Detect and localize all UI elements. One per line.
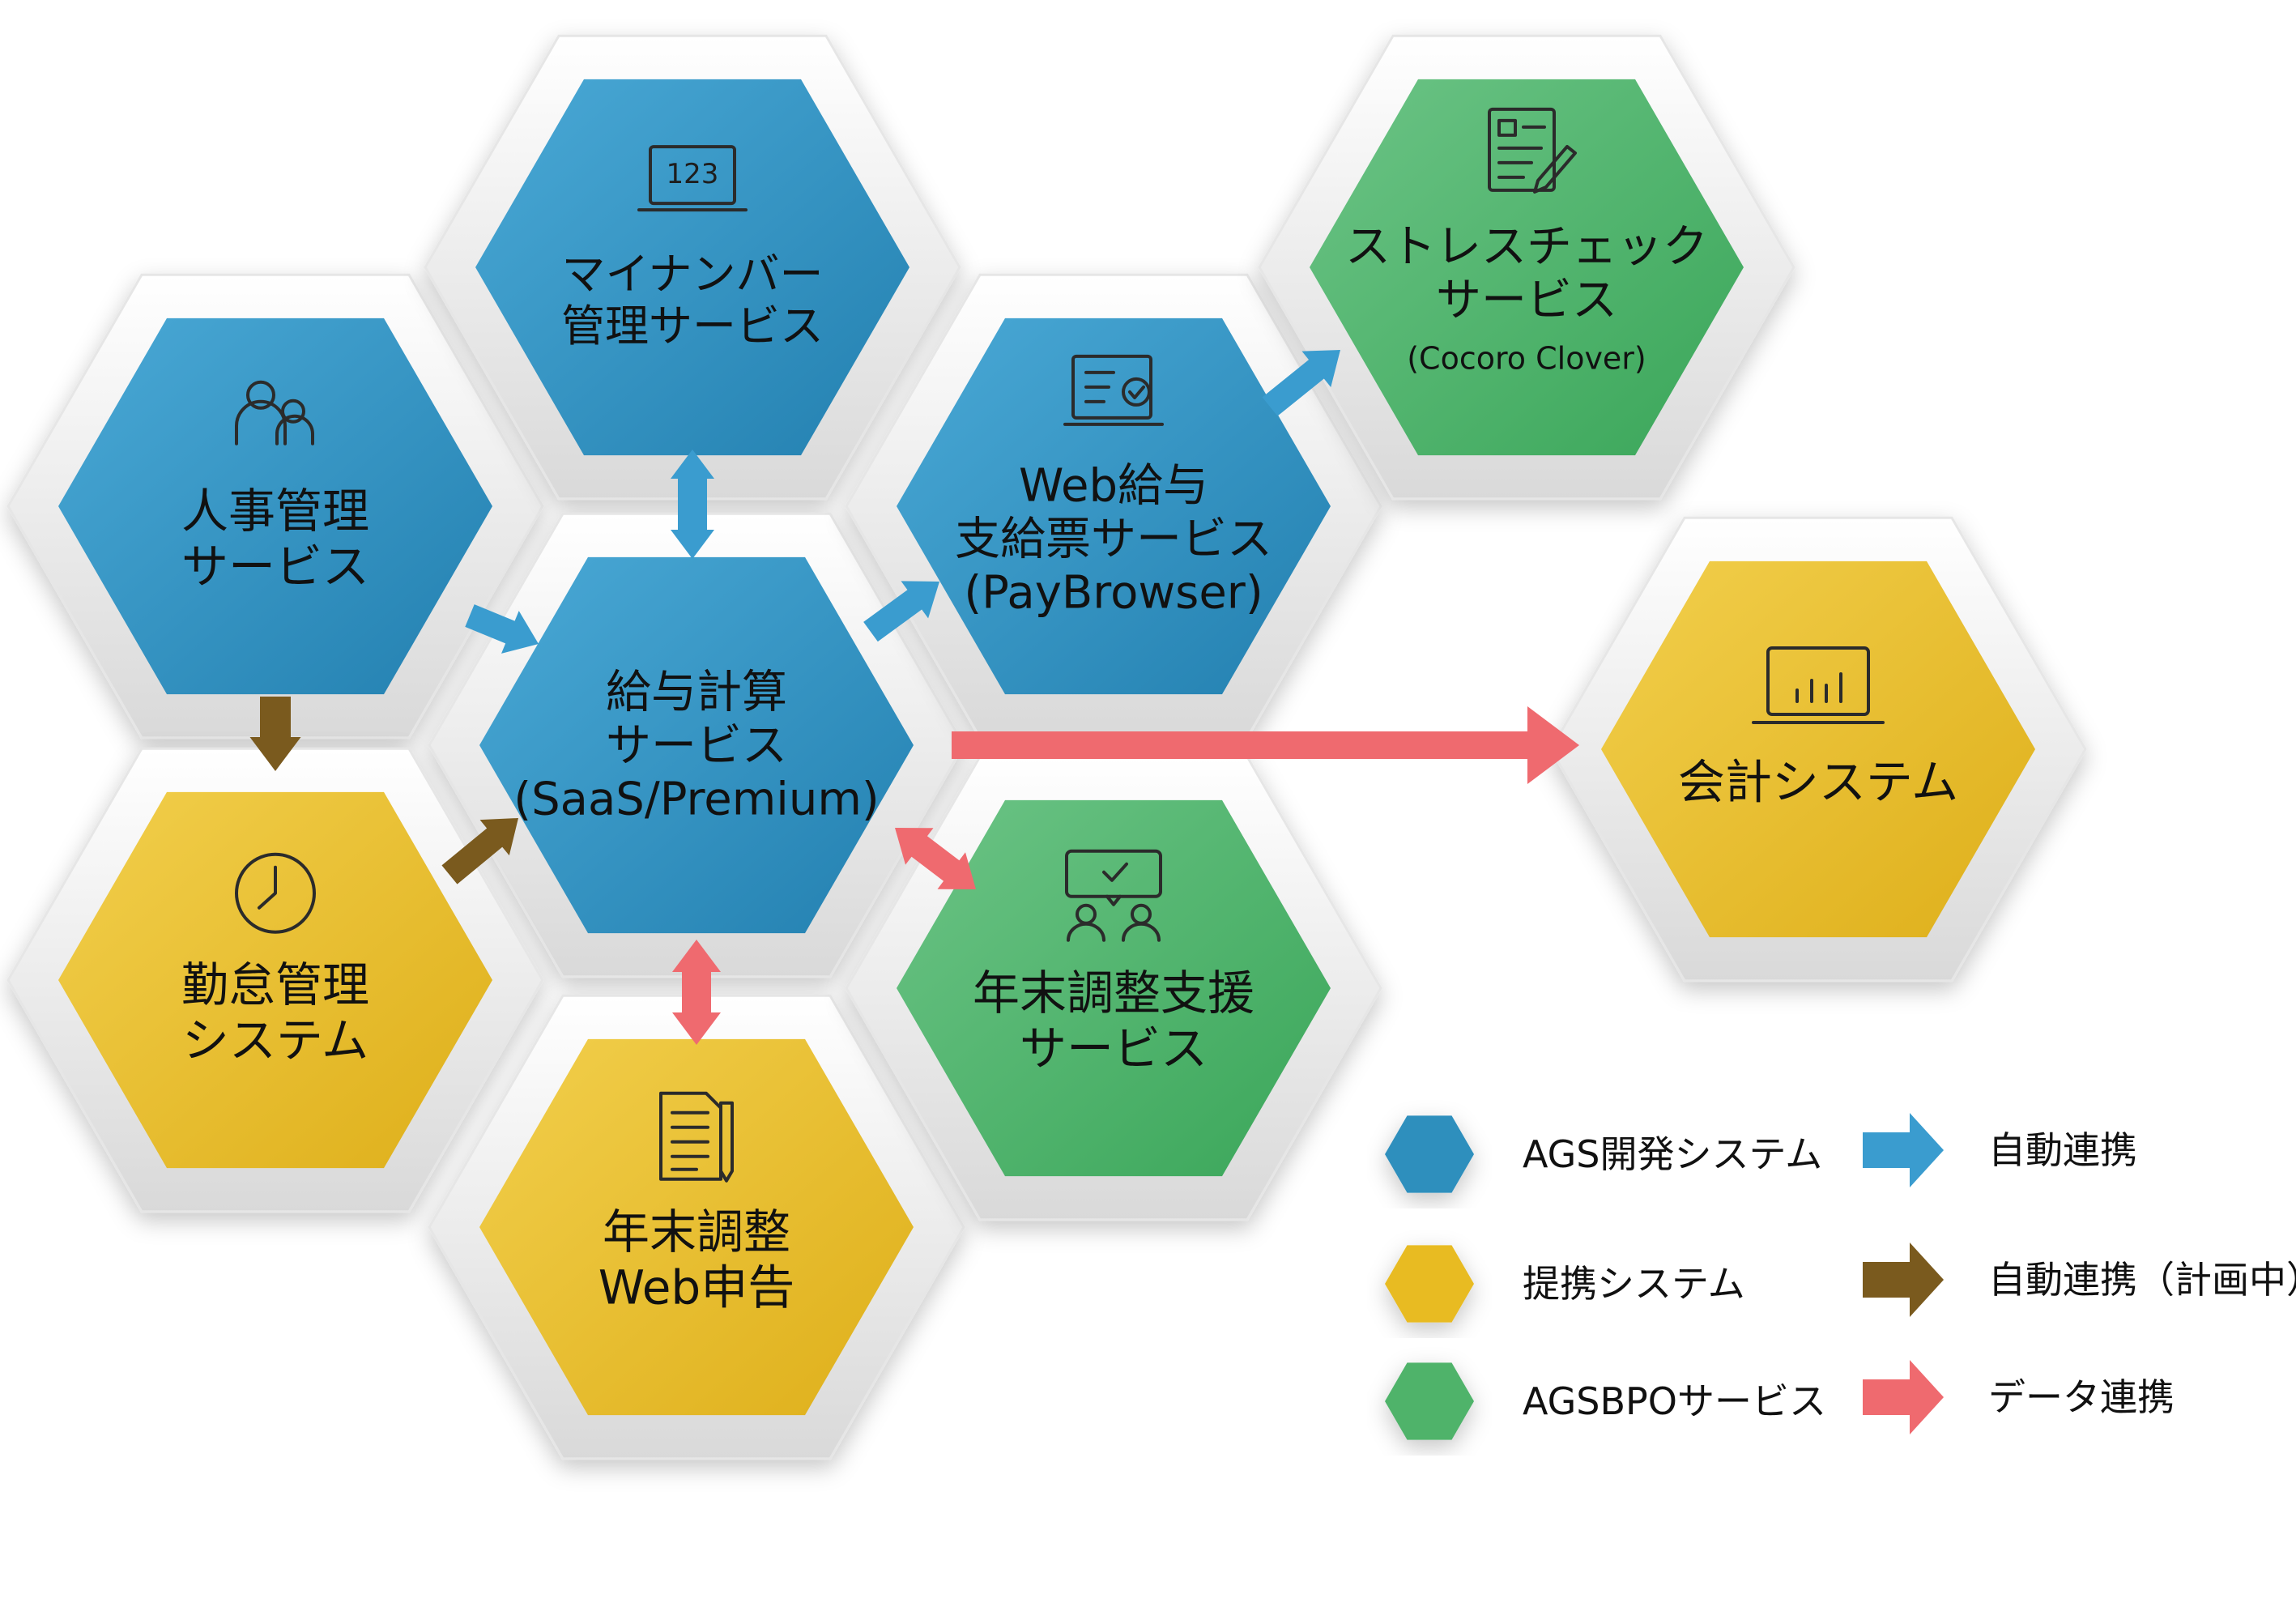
arrow-payroll-to-webpay: [863, 581, 939, 642]
legend-swatch-2: [1385, 1362, 1474, 1440]
legend-arrow-label: 自動連携: [1988, 1128, 2137, 1172]
node-label-yearend_web: 年末調整: [603, 1204, 790, 1260]
document-check-icon: [1063, 354, 1164, 426]
consultation-icon: [1065, 849, 1162, 942]
hex-node-webpay: [897, 318, 1331, 695]
clock-icon: [235, 852, 316, 934]
node-label-stress: ストレスチェック: [1345, 221, 1708, 274]
laptop-123-icon: 123: [637, 145, 748, 212]
document-pencil-icon: [659, 1091, 734, 1183]
arrow-attendance-to-payroll: [441, 818, 519, 884]
legend-swatch-0: [1385, 1115, 1474, 1193]
legend-arrow-1: [1863, 1243, 1944, 1317]
node-label-stress: (Cocoro Clover): [1407, 341, 1646, 377]
arrow-hr-to-attendance: [249, 697, 301, 771]
node-label-payroll: (SaaS/Premium): [513, 774, 879, 826]
form-pen-icon: [1488, 107, 1577, 194]
laptop-chart-icon: [1752, 646, 1885, 724]
legend-arrow-2: [1863, 1360, 1944, 1434]
node-label-webpay: 支給票サービス: [955, 514, 1272, 566]
arrow-payroll-to-yearend_support: [895, 828, 977, 889]
node-label-yearend_web: Web申告: [598, 1260, 794, 1315]
legend-category-label: AGSBPOサービス: [1523, 1379, 1826, 1423]
hex-node-hr: [58, 318, 492, 695]
legend-arrow-label: データ連携: [1988, 1375, 2175, 1419]
icon-digits: 123: [667, 158, 719, 190]
legend-arrow-0: [1863, 1113, 1944, 1187]
node-label-mynumber: マイナンバー: [562, 249, 824, 300]
people-icon: [235, 380, 314, 445]
legend-category-label: 提携システム: [1523, 1262, 1745, 1306]
hex-node-payroll: [479, 556, 914, 934]
arrow-mynumber-to-payroll: [671, 450, 714, 559]
node-label-attendance: 勤怠管理: [181, 957, 369, 1012]
arrow-hr-to-payroll: [465, 604, 539, 654]
hex-node-accounting: [1601, 561, 2035, 938]
node-label-yearend_support: 年末調整支援: [973, 965, 1254, 1021]
legend-category-label: AGS開発システム: [1523, 1132, 1822, 1176]
node-label-hr: 人事管理: [181, 484, 369, 539]
node-label-webpay: (PayBrowser): [964, 567, 1263, 620]
hex-node-stress: [1310, 79, 1744, 456]
arrow-payroll-to-accounting: [952, 706, 1579, 784]
legend-swatch-1: [1385, 1245, 1474, 1323]
node-label-accounting: 会計システム: [1678, 754, 1958, 809]
node-label-mynumber: 管理サービス: [561, 301, 824, 352]
arrow-webpay-to-stress: [1262, 349, 1341, 416]
legend-arrow-label: 自動連携（計画中）: [1988, 1258, 2296, 1302]
hex-node-attendance: [58, 791, 492, 1169]
hex-node-yearend_web: [479, 1038, 914, 1416]
node-label-stress: サービス: [1436, 275, 1617, 327]
node-label-attendance: システム: [182, 1013, 368, 1068]
node-label-webpay: Web給与: [1019, 460, 1208, 513]
node-label-hr: サービス: [181, 539, 369, 595]
node-label-payroll: サービス: [606, 720, 787, 773]
hex-node-yearend_support: [897, 799, 1331, 1177]
node-label-yearend_support: サービス: [1020, 1021, 1208, 1076]
hex-node-mynumber: [475, 79, 909, 456]
node-label-payroll: 給与計算: [606, 667, 787, 719]
arrow-payroll-to-yearend_web: [672, 940, 721, 1045]
